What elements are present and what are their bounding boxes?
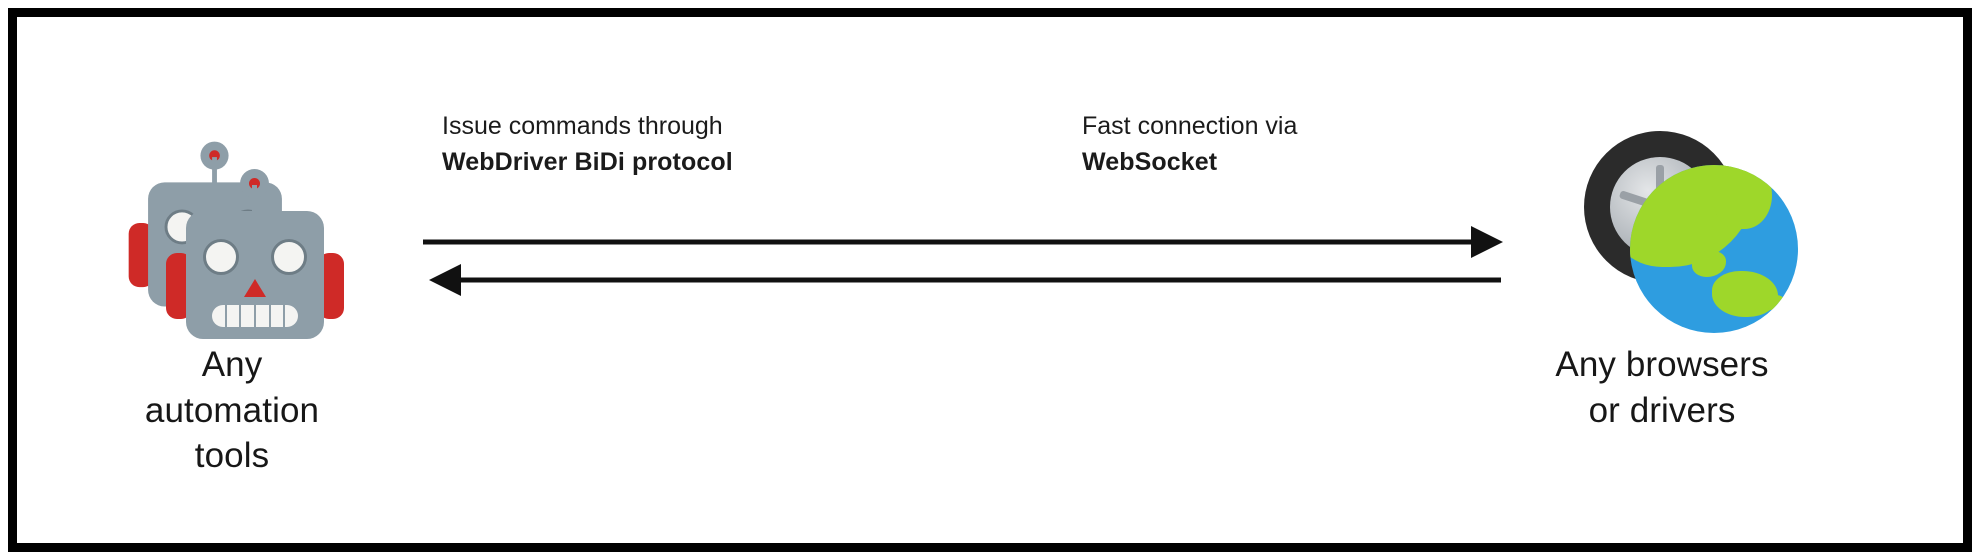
globe-land-australia xyxy=(1712,271,1778,317)
arrow-websocket-left xyxy=(429,264,1501,296)
robot-mouth xyxy=(212,305,298,327)
node-automation-tools: Any automation tools xyxy=(72,127,392,479)
robot-eye-right xyxy=(271,239,307,275)
arrow-label-commands-line2: WebDriver BiDi protocol xyxy=(442,147,733,176)
globe-land-southeast-asia xyxy=(1692,251,1726,277)
arrow-label-websocket-line2: WebSocket xyxy=(1082,147,1218,176)
arrow-label-commands-line1: Issue commands through xyxy=(442,112,723,140)
robot-eye-left xyxy=(203,239,239,275)
robot-head xyxy=(186,211,324,339)
robot-antenna-stem xyxy=(212,157,217,187)
robot-nose xyxy=(244,279,266,297)
robot-icon xyxy=(72,127,392,342)
diagram-frame: Any automation tools xyxy=(8,8,1972,552)
node-caption-browsers-drivers: Any browsers or drivers xyxy=(1555,345,1769,430)
arrow-label-websocket-line1: Fast connection via xyxy=(1082,112,1298,140)
robot-antenna-stem xyxy=(252,185,257,215)
arrow-label-websocket: Fast connection via WebSocket xyxy=(1082,109,1297,180)
arrow-label-commands: Issue commands through WebDriver BiDi pr… xyxy=(442,109,733,180)
globe-icon xyxy=(1630,165,1798,333)
arrow-commands-right xyxy=(423,226,1503,258)
node-browsers-drivers: Any browsers or drivers xyxy=(1472,117,1852,433)
node-caption-automation-tools: Any automation tools xyxy=(144,345,320,475)
connection-arrows xyxy=(423,226,1503,296)
globe-land-new-zealand xyxy=(1766,295,1786,311)
robot-front-icon xyxy=(166,167,344,343)
globe-tire-icon xyxy=(1472,117,1852,342)
diagram-canvas: Any automation tools xyxy=(17,17,1963,543)
globe-land-east-asia xyxy=(1714,165,1772,229)
